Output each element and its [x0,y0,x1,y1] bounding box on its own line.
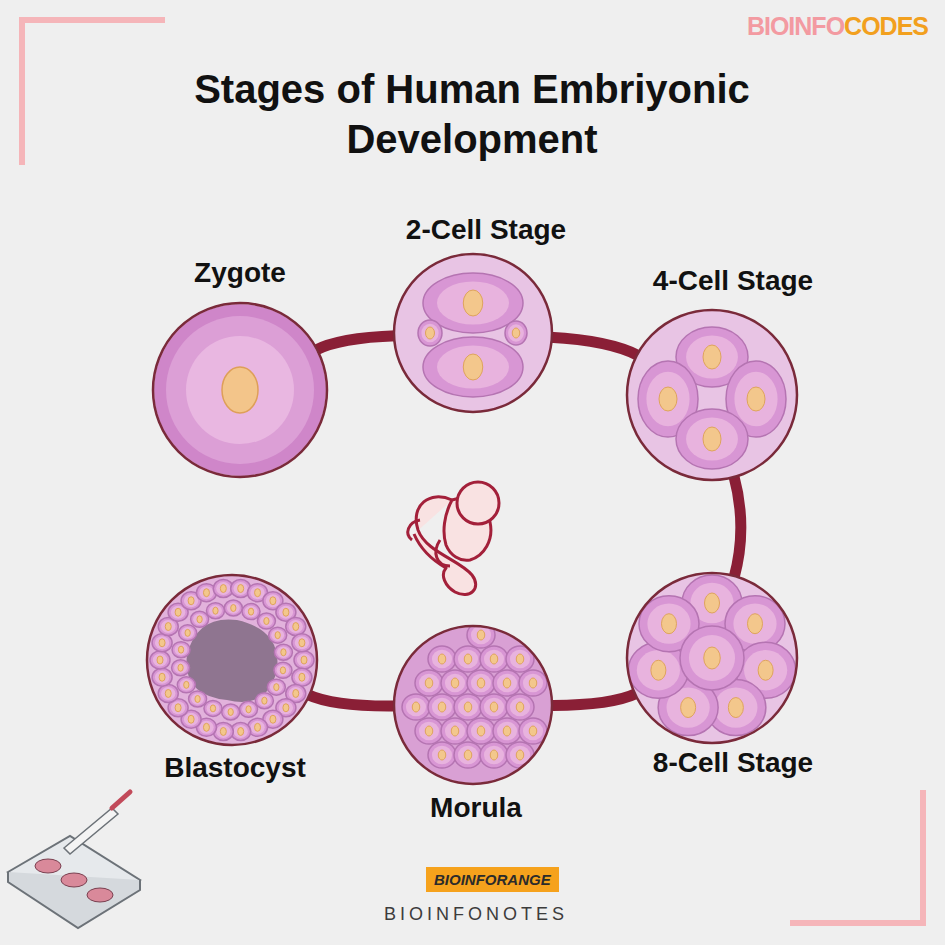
stage-circle: 8-Cell Stage [626,572,798,744]
stage-label: 2-Cell Stage [406,214,566,246]
stage-label: Morula [430,792,522,824]
cell-illustration [148,576,316,744]
stage-circle: 4-Cell Stage [626,309,798,481]
stage-label: 8-Cell Stage [653,747,813,779]
stage-label: Blastocyst [164,752,306,784]
logo-text: BIOINFONOTES [384,904,568,925]
circle-outline [147,575,317,745]
stage-label: Zygote [194,257,286,289]
stage-circle: Morula [393,625,553,785]
cell-illustration [395,622,551,783]
corner-bracket [22,20,165,165]
petri-dish [8,792,140,928]
logo-badge: BIOINFORANGE [426,867,559,892]
circle-outline [627,310,797,480]
circle-shape [146,574,318,746]
circle-shape [152,302,328,478]
ring-connector [550,337,639,356]
ring-connector [550,693,637,705]
ring-connector [307,695,396,707]
stage-circle: Zygote [152,302,328,478]
diagram-title: Stages of Human Embriyonic Development [182,64,762,164]
corner-bracket [790,790,923,923]
circle-shape [626,309,798,481]
circle-outline [153,303,327,477]
circle-shape [626,572,798,744]
ring-connector [315,336,396,351]
cell-illustration [418,273,527,397]
cell-illustration [628,575,795,736]
circle-outline [627,573,797,743]
logo-text: CODES [844,12,928,41]
stage-circle: Blastocyst [146,574,318,746]
circle-shape [393,253,553,413]
circle-outline [394,626,552,784]
fetus-illustration [408,482,499,595]
circle-outline [394,254,552,412]
cell-illustration [154,304,326,476]
stage-label: 4-Cell Stage [653,265,813,297]
cell-illustration [638,327,786,469]
logo-text: BIOINFO [747,12,844,41]
circle-shape [393,625,553,785]
stage-circle: 2-Cell Stage [393,253,553,413]
ring-connector [734,475,741,578]
